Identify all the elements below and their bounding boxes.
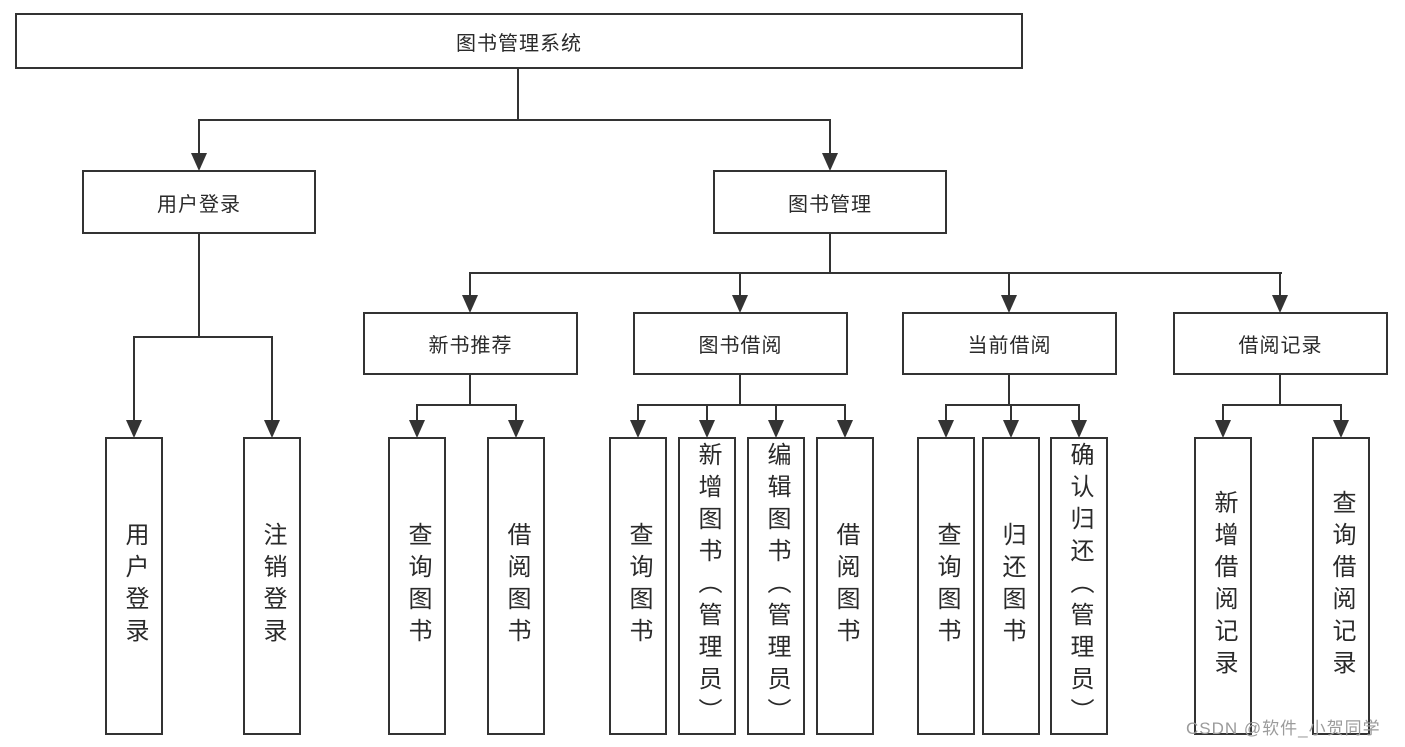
arrow-down-icon	[1071, 420, 1087, 438]
connector-line	[706, 404, 708, 422]
arrow-down-icon	[699, 420, 715, 438]
connector-line	[517, 68, 519, 121]
arrow-down-icon	[462, 295, 478, 313]
csdn-watermark: CSDN @软件_小贺同学	[1186, 719, 1381, 738]
connector-line	[945, 404, 947, 422]
connector-line	[829, 234, 831, 274]
connector-line	[271, 336, 273, 421]
connector-line	[133, 336, 135, 421]
arrow-down-icon	[1001, 295, 1017, 313]
leaf-current-return-books: 归还图书	[982, 437, 1040, 735]
connector-line	[637, 404, 846, 406]
connector-line	[1008, 375, 1010, 406]
node-library-system: 图书管理系统	[15, 13, 1023, 69]
leaf-label: 查询图书	[404, 522, 431, 650]
arrow-down-icon	[732, 295, 748, 313]
connector-line	[844, 404, 846, 422]
arrow-down-icon	[1272, 295, 1288, 313]
arrow-down-icon	[1003, 420, 1019, 438]
connector-line	[1279, 272, 1281, 296]
leaf-label: 借阅图书	[832, 522, 859, 650]
leaf-borrowing-edit-book-admin: 编辑图书（管理员）	[747, 437, 805, 735]
leaf-user-login: 用户登录	[105, 437, 163, 735]
connector-line	[416, 404, 517, 406]
connector-line	[198, 119, 200, 154]
connector-line	[1010, 404, 1012, 422]
connector-line	[1340, 404, 1342, 422]
arrow-down-icon	[768, 420, 784, 438]
node-user-login: 用户登录	[82, 170, 316, 234]
connector-line	[198, 234, 200, 337]
connector-line	[829, 119, 831, 154]
arrow-down-icon	[1333, 420, 1349, 438]
connector-line	[469, 375, 471, 406]
arrow-down-icon	[1215, 420, 1231, 438]
leaf-label: 查询图书	[933, 522, 960, 650]
leaf-label: 查询借阅记录	[1328, 490, 1355, 682]
connector-line	[775, 404, 777, 422]
connector-line	[469, 272, 1282, 274]
leaf-current-confirm-return-admin: 确认归还（管理员）	[1050, 437, 1108, 735]
arrow-down-icon	[191, 153, 207, 171]
connector-line	[1008, 272, 1010, 296]
arrow-down-icon	[837, 420, 853, 438]
connector-line	[637, 404, 639, 422]
leaf-label: 编辑图书（管理员）	[763, 442, 790, 730]
arrow-down-icon	[126, 420, 142, 438]
leaf-newbooks-borrow-books: 借阅图书	[487, 437, 545, 735]
leaf-label: 新增图书（管理员）	[694, 442, 721, 730]
leaf-logout-login: 注销登录	[243, 437, 301, 735]
connector-line	[133, 336, 273, 338]
leaf-label: 借阅图书	[503, 522, 530, 650]
node-borrowing-records: 借阅记录	[1173, 312, 1388, 375]
connector-line	[198, 119, 831, 121]
leaf-label: 确认归还（管理员）	[1066, 442, 1093, 730]
leaf-borrowing-query-books: 查询图书	[609, 437, 667, 735]
arrow-down-icon	[822, 153, 838, 171]
arrow-down-icon	[938, 420, 954, 438]
leaf-records-query-borrow-record: 查询借阅记录	[1312, 437, 1370, 735]
arrow-down-icon	[508, 420, 524, 438]
connector-line	[739, 272, 741, 296]
connector-line	[416, 404, 418, 422]
node-book-management: 图书管理	[713, 170, 947, 234]
leaf-borrowing-add-book-admin: 新增图书（管理员）	[678, 437, 736, 735]
arrow-down-icon	[409, 420, 425, 438]
connector-line	[945, 404, 1080, 406]
arrow-down-icon	[264, 420, 280, 438]
leaf-label: 用户登录	[121, 522, 148, 650]
connector-line	[469, 272, 471, 296]
leaf-label: 新增借阅记录	[1210, 490, 1237, 682]
connector-line	[739, 375, 741, 406]
arrow-down-icon	[630, 420, 646, 438]
leaf-borrowing-borrow-books: 借阅图书	[816, 437, 874, 735]
connector-line	[1279, 375, 1281, 406]
leaf-newbooks-query-books: 查询图书	[388, 437, 446, 735]
connector-line	[1222, 404, 1342, 406]
node-book-borrowing: 图书借阅	[633, 312, 848, 375]
leaf-current-query-books: 查询图书	[917, 437, 975, 735]
node-new-book-recommendation: 新书推荐	[363, 312, 578, 375]
leaf-label: 查询图书	[625, 522, 652, 650]
connector-line	[1222, 404, 1224, 422]
leaf-label: 归还图书	[998, 522, 1025, 650]
connector-line	[1078, 404, 1080, 422]
node-current-borrowing: 当前借阅	[902, 312, 1117, 375]
connector-line	[515, 404, 517, 422]
leaf-label: 注销登录	[259, 522, 286, 650]
leaf-records-add-borrow-record: 新增借阅记录	[1194, 437, 1252, 735]
